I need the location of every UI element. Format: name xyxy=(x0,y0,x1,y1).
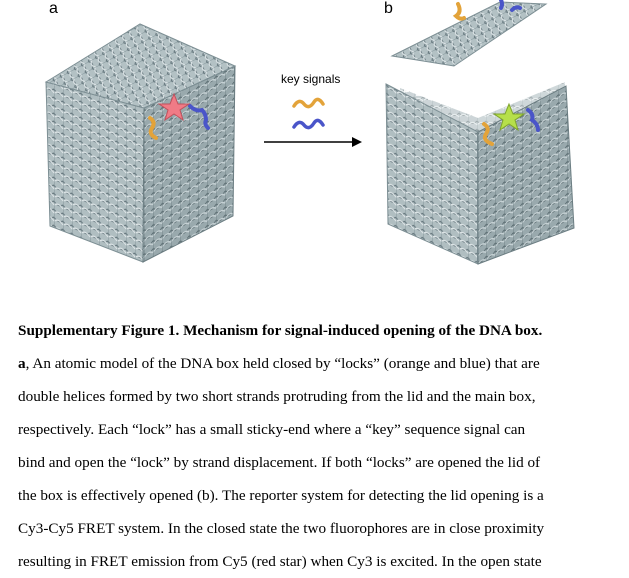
blue-key-icon xyxy=(292,118,325,130)
box-b-open-lid xyxy=(390,1,548,67)
caption-line-4: bind and open the “lock” by strand displ… xyxy=(18,454,541,471)
blue-lock-b xyxy=(526,108,540,132)
closed-dna-box xyxy=(44,23,237,263)
green-star-icon xyxy=(492,102,526,132)
caption-line-2: double helices formed by two short stran… xyxy=(18,388,536,405)
orange-lock-a xyxy=(148,116,158,140)
orange-lock-b xyxy=(482,122,494,146)
box-a-left-face xyxy=(45,81,145,263)
caption-line-7: resulting in FRET emission from Cy5 (red… xyxy=(18,553,542,570)
open-dna-box xyxy=(385,0,575,265)
figure-illustration xyxy=(44,0,575,265)
blue-lock-a xyxy=(188,104,210,130)
box-a-lid xyxy=(44,23,237,109)
arrow-head-icon xyxy=(352,137,362,147)
caption-line-1-text: , An atomic model of the DNA box held cl… xyxy=(25,355,540,372)
key-signals-label: key signals xyxy=(281,72,341,86)
figure-caption: Supplementary Figure 1. Mechanism for si… xyxy=(18,314,598,578)
orange-key-icon xyxy=(292,97,325,109)
blue-key-released-icon xyxy=(499,0,504,10)
caption-panel-a-ref: a xyxy=(18,355,26,372)
box-b-right-face xyxy=(477,85,575,265)
red-star-icon xyxy=(157,92,191,122)
caption-line-5: the box is effectively opened (b). The r… xyxy=(18,487,544,504)
reaction-arrow xyxy=(264,137,362,147)
panel-b-letter: b xyxy=(384,0,393,17)
panel-a-letter: a xyxy=(49,0,58,17)
key-signals xyxy=(292,97,325,130)
orange-key-released-icon xyxy=(452,2,466,21)
caption-line-3: respectively. Each “lock” has a small st… xyxy=(18,421,526,438)
caption-title: Supplementary Figure 1. Mechanism for si… xyxy=(18,322,543,339)
caption-line-1: a, An atomic model of the DNA box held c… xyxy=(18,347,598,380)
figure-area: a b key signals xyxy=(44,0,575,265)
caption-line-6: Cy3-Cy5 FRET system. In the closed state… xyxy=(18,520,545,537)
